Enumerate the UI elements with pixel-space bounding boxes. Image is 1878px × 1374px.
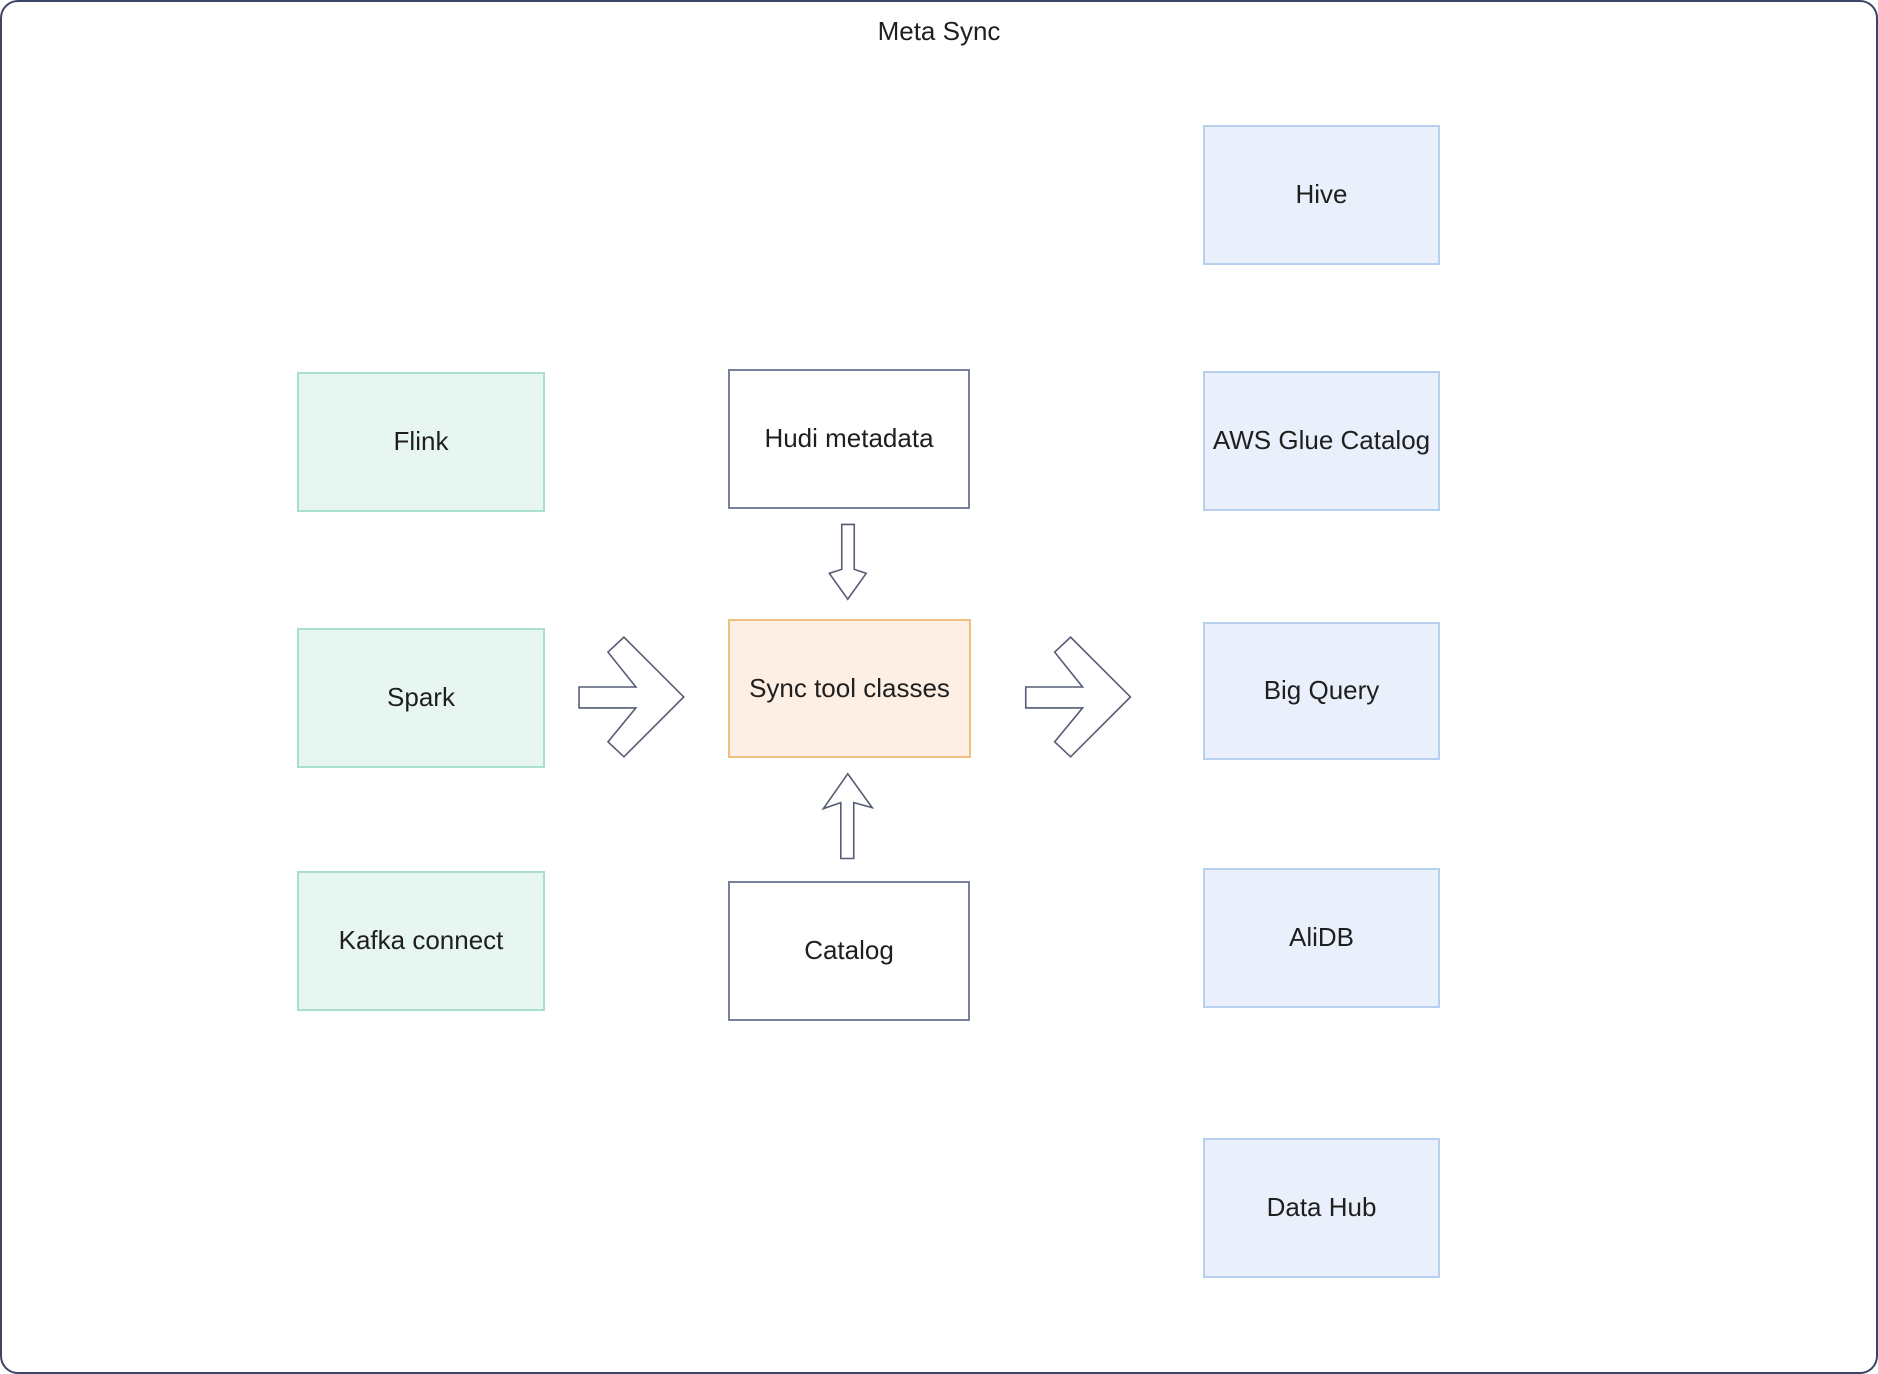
node-big-query: Big Query — [1203, 622, 1440, 760]
node-label: AWS Glue Catalog — [1212, 425, 1431, 456]
node-label: Hudi metadata — [764, 423, 934, 454]
node-label: Hive — [1295, 179, 1348, 210]
node-alidb: AliDB — [1203, 868, 1440, 1008]
arrow-spark-to-sync-tool-classes — [578, 636, 685, 758]
node-label: Flink — [393, 426, 449, 457]
node-sync-tool-classes: Sync tool classes — [728, 619, 971, 758]
node-label: Catalog — [804, 935, 894, 966]
node-spark: Spark — [297, 628, 545, 768]
node-hive: Hive — [1203, 125, 1440, 265]
node-aws-glue-catalog: AWS Glue Catalog — [1203, 371, 1440, 511]
node-label: Spark — [387, 682, 455, 713]
node-hudi-metadata: Hudi metadata — [728, 369, 970, 509]
node-label: Sync tool classes — [749, 672, 950, 703]
arrow-hudi-metadata-to-sync-tool-classes — [828, 523, 868, 601]
diagram-title: Meta Sync — [877, 16, 1001, 46]
node-label: Big Query — [1263, 675, 1380, 706]
node-label: Kafka connect — [338, 925, 504, 956]
node-label: Data Hub — [1266, 1192, 1377, 1223]
arrow-catalog-to-sync-tool-classes — [821, 772, 875, 860]
arrow-sync-tool-classes-to-big-query — [1024, 636, 1132, 758]
node-kafka-connect: Kafka connect — [297, 871, 545, 1011]
node-data-hub: Data Hub — [1203, 1138, 1440, 1278]
node-label: AliDB — [1288, 922, 1354, 953]
node-flink: Flink — [297, 372, 545, 512]
node-catalog: Catalog — [728, 881, 970, 1021]
